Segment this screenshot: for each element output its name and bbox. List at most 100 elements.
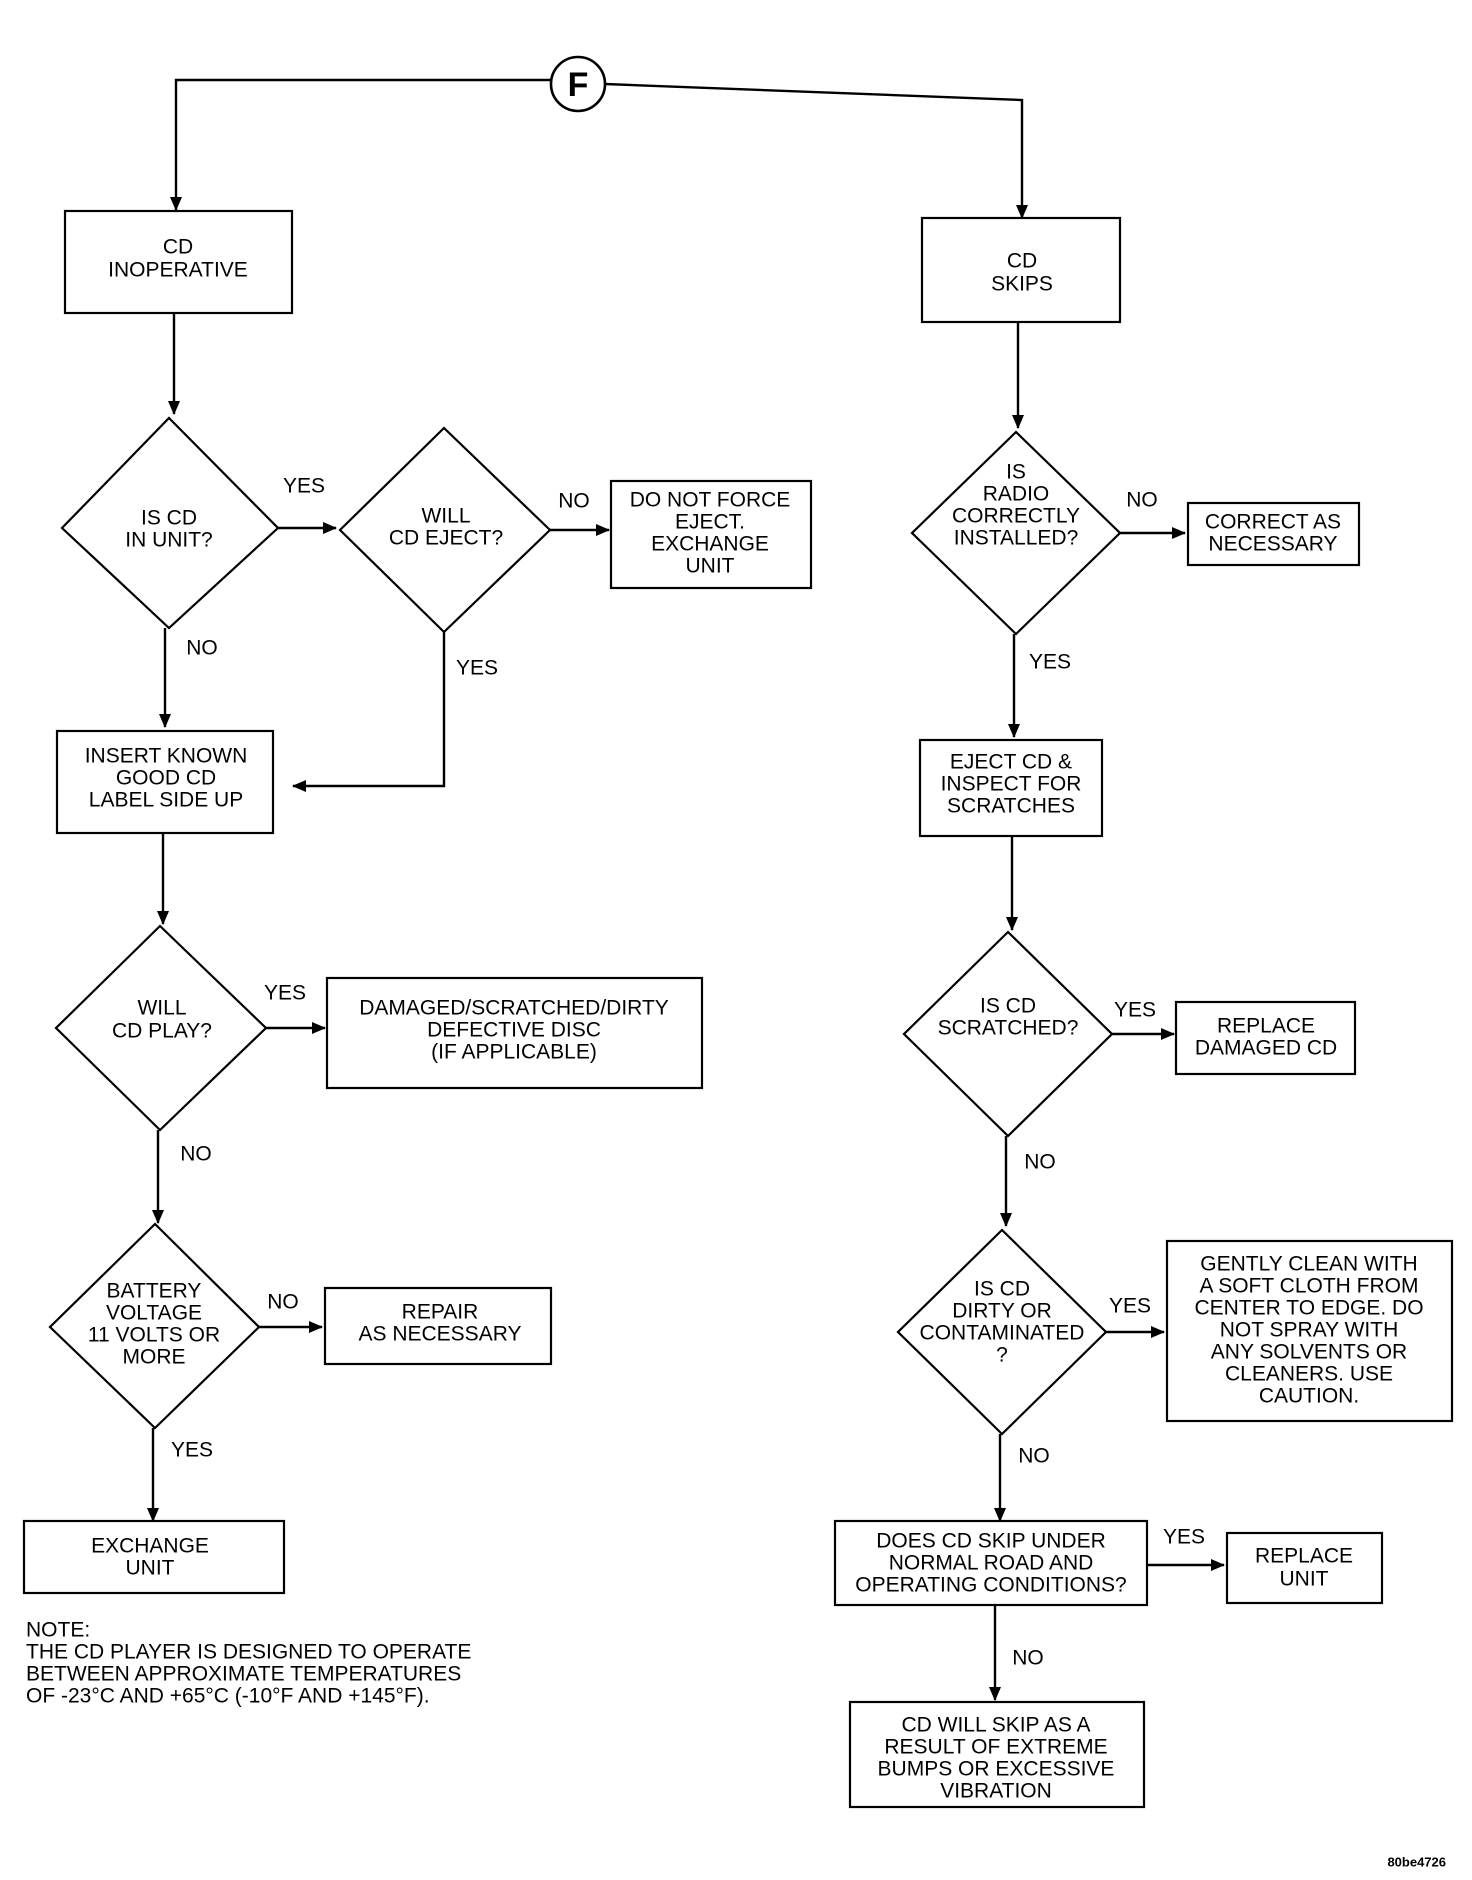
box-gently-clean: GENTLY CLEAN WITH A SOFT CLOTH FROM CENT…: [1165, 1239, 1454, 1423]
text-line: BETWEEN APPROXIMATE TEMPERATURES: [26, 1663, 461, 1686]
text-line: INSPECT FOR: [941, 773, 1082, 796]
text-line: RESULT OF EXTREME: [884, 1736, 1107, 1759]
text-line: IS: [1006, 461, 1026, 484]
text-line: INSTALLED?: [954, 527, 1079, 550]
text-line: DAMAGED CD: [1195, 1037, 1337, 1060]
text-line: BATTERY: [107, 1280, 202, 1303]
text-line: ANY SOLVENTS OR: [1211, 1341, 1407, 1364]
box-does-cd-skip: DOES CD SKIP UNDER NORMAL ROAD AND OPERA…: [833, 1519, 1149, 1607]
text-line: DAMAGED/SCRATCHED/DIRTY: [359, 997, 669, 1020]
text-line: CORRECTLY: [952, 505, 1080, 528]
note-heading: NOTE:: [26, 1619, 90, 1642]
text-line: (IF APPLICABLE): [431, 1041, 597, 1064]
text-line: OF -23°C AND +65°C (-10°F AND +145°F).: [26, 1685, 430, 1708]
box-replace-damaged-cd: REPLACE DAMAGED CD: [1174, 1000, 1357, 1076]
text-line: UNIT: [686, 555, 735, 578]
connector-f-label: F: [568, 66, 589, 104]
text-line: AS NECESSARY: [358, 1323, 521, 1346]
text-line: UNIT: [1280, 1568, 1329, 1591]
decision-radio-correctly-installed: IS RADIO CORRECTLY INSTALLED?: [910, 430, 1122, 636]
decision-will-cd-play: WILL CD PLAY?: [54, 924, 268, 1132]
label-no: NO: [186, 637, 218, 660]
text-line: CD: [1007, 250, 1037, 273]
text-line: EXCHANGE: [91, 1535, 209, 1558]
box-repair-as-necessary: REPAIR AS NECESSARY: [323, 1286, 553, 1366]
text-line: THE CD PLAYER IS DESIGNED TO OPERATE: [26, 1641, 471, 1664]
text-line: INSERT KNOWN: [85, 745, 248, 768]
text-line: SKIPS: [991, 273, 1053, 296]
box-replace-unit: REPLACE UNIT: [1225, 1531, 1384, 1605]
text-line: CAUTION.: [1259, 1385, 1359, 1408]
text-line: IN UNIT?: [125, 529, 213, 552]
label-yes: YES: [1114, 999, 1156, 1022]
text-line: WILL: [137, 997, 186, 1020]
box-cd-inoperative: CD INOPERATIVE: [63, 209, 294, 315]
decision-will-cd-eject: WILL CD EJECT?: [338, 426, 552, 634]
text-line: EJECT CD &: [950, 751, 1072, 774]
text-line: DOES CD SKIP UNDER: [876, 1530, 1106, 1553]
line-f-to-left: [170, 78, 551, 211]
text-line: DO NOT FORCE: [630, 489, 791, 512]
text-line: CD PLAY?: [112, 1020, 212, 1043]
text-line: CONTAMINATED: [920, 1322, 1085, 1345]
text-line: LABEL SIDE UP: [89, 789, 243, 812]
decision-battery-voltage: BATTERY VOLTAGE 11 VOLTS OR MORE: [48, 1222, 261, 1430]
box-damaged-disc: DAMAGED/SCRATCHED/DIRTY DEFECTIVE DISC (…: [325, 976, 704, 1090]
text-line: SCRATCHED?: [938, 1017, 1079, 1040]
text-line: BUMPS OR EXCESSIVE: [878, 1758, 1115, 1781]
label-no: NO: [267, 1291, 299, 1314]
line-f-to-right: [604, 82, 1028, 219]
text-line: IS CD: [141, 507, 197, 530]
note: NOTE: THE CD PLAYER IS DESIGNED TO OPERA…: [26, 1619, 471, 1708]
text-line: CD EJECT?: [389, 527, 503, 550]
text-line: OPERATING CONDITIONS?: [855, 1574, 1126, 1597]
text-line: SCRATCHES: [947, 795, 1075, 818]
box-correct-as-necessary: CORRECT AS NECESSARY: [1186, 501, 1361, 567]
box-eject-inspect: EJECT CD & INSPECT FOR SCRATCHES: [918, 738, 1104, 838]
text-line: NOT SPRAY WITH: [1220, 1319, 1399, 1342]
text-line: ?: [996, 1344, 1008, 1367]
text-line: REPLACE: [1217, 1015, 1315, 1038]
text-line: REPLACE: [1255, 1545, 1353, 1568]
text-line: RADIO: [983, 483, 1050, 506]
text-line: CD WILL SKIP AS A: [901, 1714, 1090, 1737]
text-line: CD: [163, 236, 193, 259]
text-line: CLEANERS. USE: [1225, 1363, 1393, 1386]
label-yes: YES: [1029, 651, 1071, 674]
arrow: [292, 632, 446, 792]
text-line: EXCHANGE: [651, 533, 769, 556]
text-line: EJECT.: [675, 511, 745, 534]
figure-code: 80be4726: [1387, 1855, 1446, 1870]
text-line: IS CD: [980, 995, 1036, 1018]
label-yes: YES: [171, 1439, 213, 1462]
label-yes: YES: [264, 982, 306, 1005]
text-line: INOPERATIVE: [108, 259, 248, 282]
box-insert-known-good-cd: INSERT KNOWN GOOD CD LABEL SIDE UP: [55, 729, 275, 835]
decision-is-cd-in-unit: IS CD IN UNIT?: [60, 416, 280, 630]
box-cd-skips: CD SKIPS: [920, 216, 1122, 324]
label-yes: YES: [283, 475, 325, 498]
label-yes: YES: [1163, 1526, 1205, 1549]
text-line: CORRECT AS: [1205, 511, 1341, 534]
label-no: NO: [1012, 1647, 1044, 1670]
text-line: REPAIR: [402, 1301, 479, 1324]
text-line: WILL: [421, 505, 470, 528]
text-line: GENTLY CLEAN WITH: [1200, 1253, 1417, 1276]
decision-is-cd-dirty: IS CD DIRTY OR CONTAMINATED ?: [896, 1228, 1108, 1436]
text-line: MORE: [123, 1346, 186, 1369]
label-no: NO: [1024, 1151, 1056, 1174]
label-yes: YES: [456, 657, 498, 680]
box-cd-will-skip: CD WILL SKIP AS A RESULT OF EXTREME BUMP…: [848, 1700, 1146, 1809]
label-no: NO: [1018, 1445, 1050, 1468]
text-line: A SOFT CLOTH FROM: [1200, 1275, 1419, 1298]
text-line: DIRTY OR: [952, 1300, 1052, 1323]
label-no: NO: [180, 1143, 212, 1166]
text-line: NECESSARY: [1208, 533, 1337, 556]
label-no: NO: [1126, 489, 1158, 512]
text-line: VOLTAGE: [106, 1302, 202, 1325]
text-line: 11 VOLTS OR: [88, 1324, 220, 1347]
connector-f: F: [549, 55, 607, 113]
text-line: DEFECTIVE DISC: [427, 1019, 601, 1042]
text-line: GOOD CD: [116, 767, 216, 790]
box-do-not-force-eject: DO NOT FORCE EJECT. EXCHANGE UNIT: [609, 479, 813, 590]
